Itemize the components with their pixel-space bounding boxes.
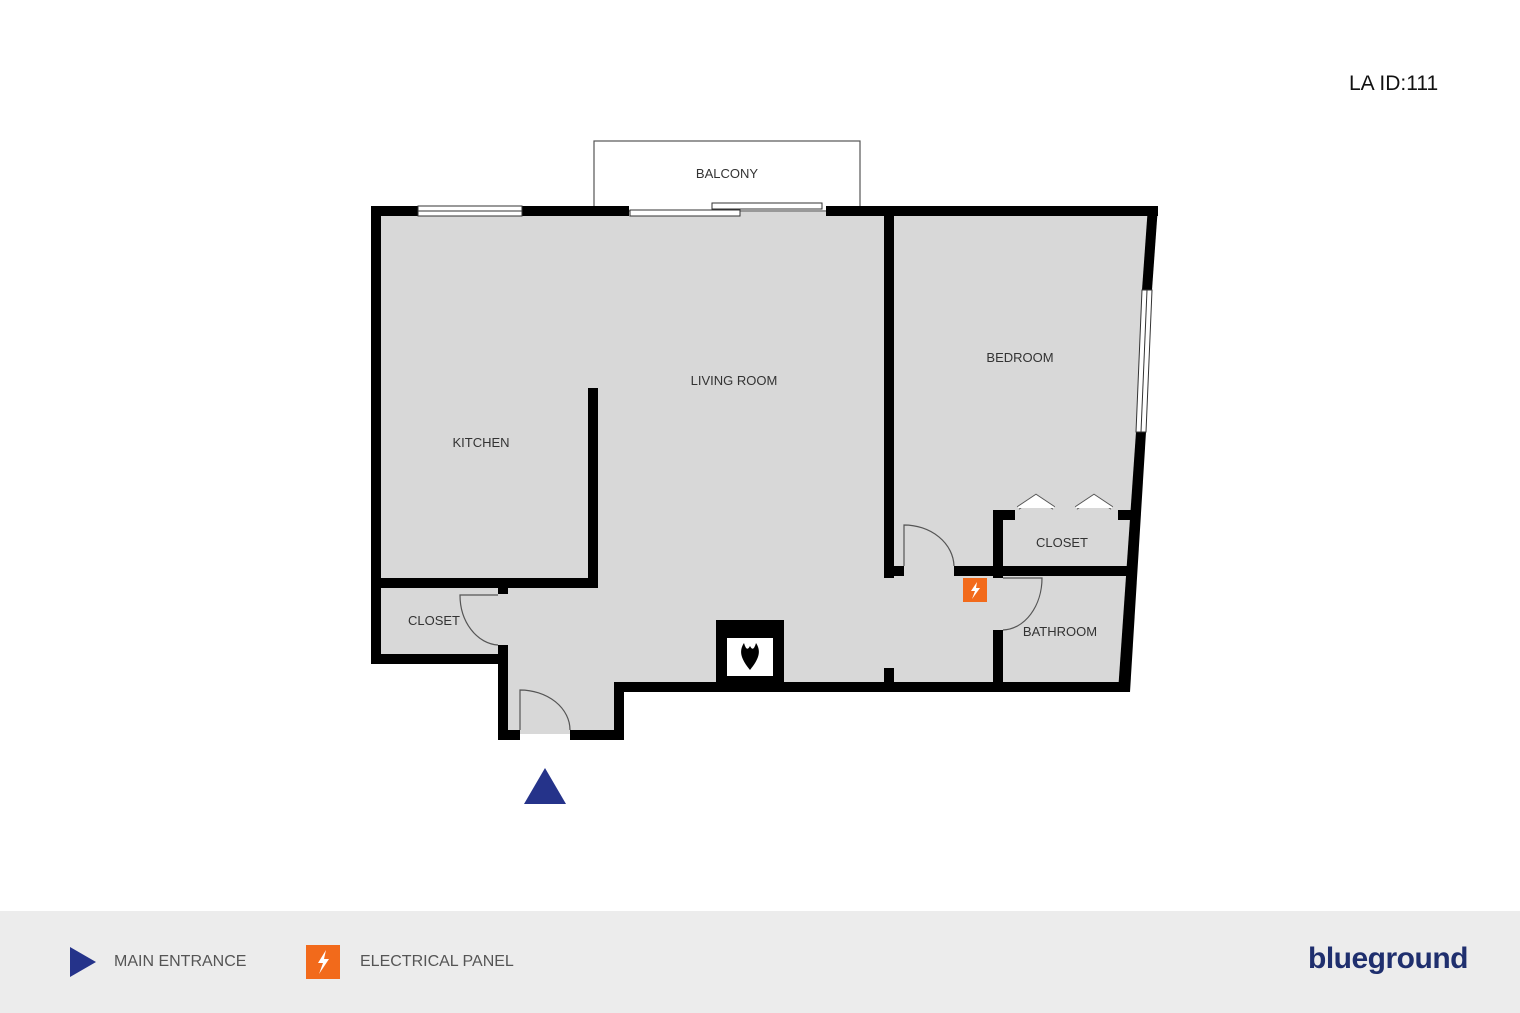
legend-bar: MAIN ENTRANCE ELECTRICAL PANEL bluegroun…: [0, 911, 1520, 1013]
fireplace-flame-icon: [741, 643, 759, 670]
label-bedroom: BEDROOM: [986, 350, 1053, 365]
label-living-room: LIVING ROOM: [691, 373, 778, 388]
brand-logo: blueground: [1308, 942, 1468, 975]
label-closet-left: CLOSET: [408, 613, 460, 628]
legend-electrical-panel: ELECTRICAL PANEL: [306, 911, 514, 1013]
triangle-right-icon: [70, 947, 96, 977]
electrical-panel-marker: [963, 578, 987, 602]
balcony-area: [593, 140, 861, 212]
label-kitchen: KITCHEN: [452, 435, 509, 450]
listing-id: LA ID:111: [1349, 72, 1439, 95]
label-balcony: BALCONY: [696, 166, 758, 181]
legend-main-entrance: MAIN ENTRANCE: [70, 911, 246, 1013]
entrance-triangle-icon: [524, 768, 566, 804]
floor-fill: [376, 212, 1150, 734]
label-closet-right: CLOSET: [1036, 535, 1088, 550]
doors: [459, 524, 1043, 731]
bifold-doors: [1016, 493, 1114, 510]
windows: [417, 202, 1153, 433]
label-bathroom: BATHROOM: [1023, 624, 1097, 639]
floor-plan: BALCONY LIVING ROOM KITCHEN BEDROOM CLOS…: [371, 140, 1158, 804]
lightning-icon: [306, 945, 340, 979]
